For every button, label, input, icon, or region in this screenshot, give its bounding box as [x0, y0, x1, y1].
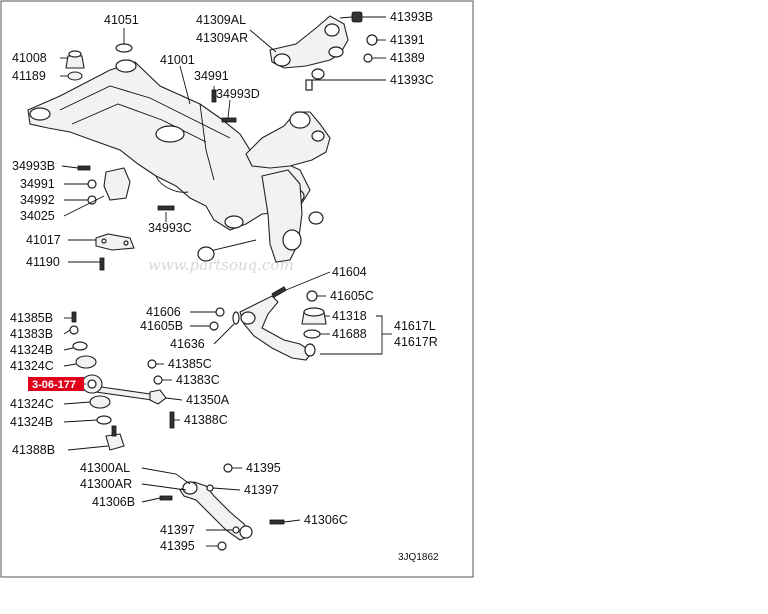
label-41385C[interactable]: 41385C [168, 357, 212, 371]
label-41383B[interactable]: 41383B [10, 327, 53, 341]
label-41389[interactable]: 41389 [390, 51, 425, 65]
label-41395-top[interactable]: 41395 [246, 461, 281, 475]
label-41388B[interactable]: 41388B [12, 443, 55, 457]
lower-arm-41300[interactable] [179, 481, 253, 541]
washer-41397-top[interactable] [206, 484, 214, 492]
bolt-34993D[interactable] [221, 117, 237, 123]
label-41324C-top[interactable]: 41324C [10, 359, 54, 373]
washer-41389[interactable] [363, 53, 373, 63]
label-41350A[interactable]: 41350A [186, 393, 230, 407]
label-34993D[interactable]: 34993D [216, 87, 260, 101]
label-41617L[interactable]: 41617L [394, 319, 436, 333]
label-41388C[interactable]: 41388C [184, 413, 228, 427]
label-41605B[interactable]: 41605B [140, 319, 183, 333]
bracket-41017[interactable] [95, 233, 135, 251]
label-41383C[interactable]: 41383C [176, 373, 220, 387]
washer-41383C[interactable] [153, 375, 163, 385]
label-41051[interactable]: 41051 [104, 13, 139, 27]
diagram-frame [0, 0, 474, 578]
nut-41395-top[interactable] [223, 463, 233, 473]
washer-41636[interactable] [232, 311, 240, 325]
label-41309AL[interactable]: 41309AL [196, 13, 246, 27]
label-41605C[interactable]: 41605C [330, 289, 374, 303]
washer-34991-left[interactable] [87, 179, 97, 189]
label-41017[interactable]: 41017 [26, 233, 61, 247]
label-41008[interactable]: 41008 [12, 51, 47, 65]
label-41300AL[interactable]: 41300AL [80, 461, 130, 475]
watermark: www.partsouq.com [148, 256, 294, 274]
ring-41688[interactable] [303, 329, 321, 339]
upper-arm-41309[interactable] [269, 15, 349, 91]
reference-badge[interactable]: 3-06-177 [28, 377, 86, 391]
label-41318[interactable]: 41318 [332, 309, 367, 323]
label-41604[interactable]: 41604 [332, 265, 367, 279]
nut-41395-bot[interactable] [217, 541, 227, 551]
badge-label[interactable]: 3-06-177 [32, 379, 76, 391]
mount-41189[interactable] [67, 71, 83, 81]
nut-41605C[interactable] [306, 290, 318, 302]
nut-41385C[interactable] [147, 359, 157, 369]
eccentric-41388B[interactable] [105, 425, 125, 451]
bolt-41393B[interactable] [351, 11, 363, 23]
bushing-41324B-top[interactable] [72, 341, 88, 351]
label-41391[interactable]: 41391 [390, 33, 425, 47]
bolt-34993C[interactable] [157, 205, 175, 211]
label-34993B[interactable]: 34993B [12, 159, 55, 173]
bolt-41306C[interactable] [269, 519, 285, 525]
diagram-ref-code: 3JQ1862 [398, 552, 439, 563]
bolt-41306B[interactable] [159, 495, 173, 501]
label-41001[interactable]: 41001 [160, 53, 195, 67]
label-34992[interactable]: 34992 [20, 193, 55, 207]
label-41189[interactable]: 41189 [12, 69, 46, 83]
bolt-41388C[interactable] [169, 411, 175, 429]
label-41393C[interactable]: 41393C [390, 73, 434, 87]
nut-41383B[interactable] [69, 325, 79, 335]
label-41397-bot[interactable]: 41397 [160, 523, 195, 537]
washer-41605B[interactable] [209, 321, 219, 331]
label-41688[interactable]: 41688 [332, 327, 367, 341]
label-34991-left[interactable]: 34991 [20, 177, 55, 191]
bolt-41385B[interactable] [71, 311, 77, 323]
leader-lines [60, 16, 392, 547]
bushing-41318[interactable] [301, 307, 327, 325]
bushing-41324C-top[interactable] [75, 355, 97, 369]
bolt-41190[interactable] [99, 257, 105, 271]
label-41190[interactable]: 41190 [26, 255, 60, 269]
label-41617R[interactable]: 41617R [394, 335, 438, 349]
label-41300AR[interactable]: 41300AR [80, 477, 132, 491]
label-41393B[interactable]: 41393B [390, 10, 433, 24]
nut-41606[interactable] [215, 307, 225, 317]
label-41636[interactable]: 41636 [170, 337, 205, 351]
label-41324B-bot[interactable]: 41324B [10, 415, 53, 429]
lower-arm-41617[interactable] [239, 295, 316, 361]
bushing-41324B-bot[interactable] [96, 415, 112, 425]
label-41324B-top[interactable]: 41324B [10, 343, 53, 357]
bolt-41604[interactable] [271, 286, 287, 298]
label-41606[interactable]: 41606 [146, 305, 181, 319]
label-34991-top[interactable]: 34991 [194, 69, 229, 83]
knuckle-assembly[interactable] [197, 169, 324, 263]
label-41395-bot[interactable]: 41395 [160, 539, 195, 553]
nut-34992[interactable] [87, 195, 97, 205]
bushing-41051[interactable] [115, 43, 133, 53]
bushing-41324C-bot[interactable] [89, 395, 111, 409]
label-41306C[interactable]: 41306C [304, 513, 348, 527]
washer-41397-bot[interactable] [232, 526, 240, 534]
mount-41008[interactable] [65, 50, 85, 69]
bracket-34025[interactable] [103, 167, 131, 201]
label-41309AR[interactable]: 41309AR [196, 31, 248, 45]
nut-41391[interactable] [366, 34, 378, 46]
label-41324C-bot[interactable]: 41324C [10, 397, 54, 411]
bolt-34993B[interactable] [77, 165, 91, 171]
lateral-rod-41350A[interactable] [81, 374, 167, 405]
label-41306B[interactable]: 41306B [92, 495, 135, 509]
label-34993C[interactable]: 34993C [148, 221, 192, 235]
upper-arm-large[interactable] [245, 111, 331, 169]
label-41385B[interactable]: 41385B [10, 311, 53, 325]
label-41397-top[interactable]: 41397 [244, 483, 279, 497]
label-34025[interactable]: 34025 [20, 209, 55, 223]
